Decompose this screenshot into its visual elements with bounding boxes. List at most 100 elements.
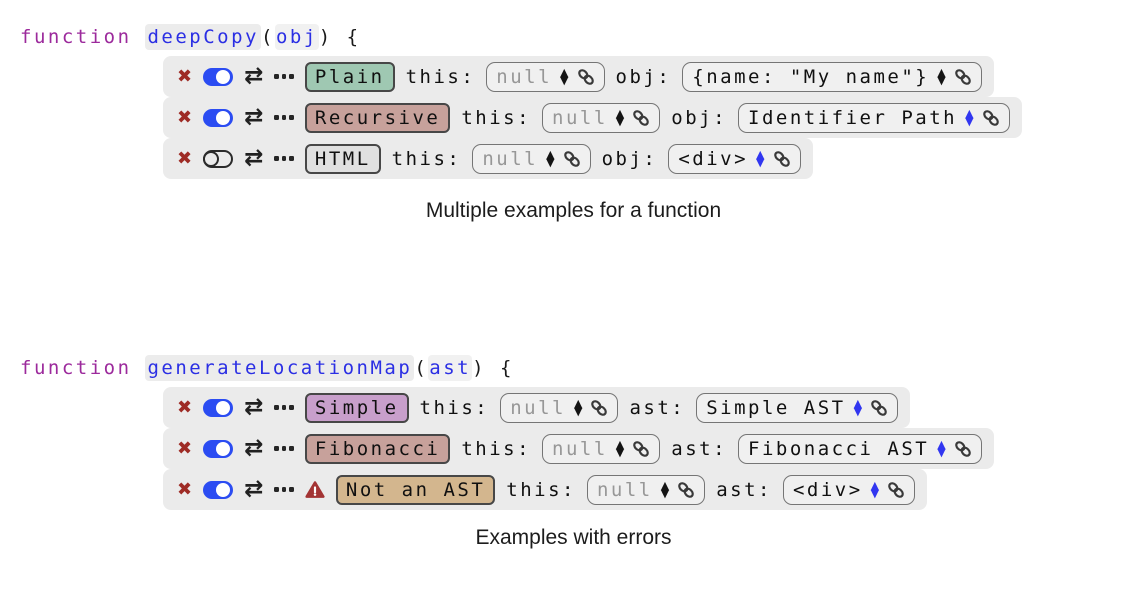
stepper-icon[interactable]: ▲▼: [573, 397, 583, 418]
example-toggle[interactable]: [203, 108, 234, 127]
param-name[interactable]: ast: [428, 355, 473, 381]
link-icon[interactable]: [632, 440, 650, 458]
this-label: this:: [506, 478, 576, 501]
example-toggle[interactable]: [203, 439, 234, 458]
example-toggle[interactable]: [203, 480, 234, 499]
example-name-badge[interactable]: HTML: [304, 143, 381, 174]
arg-label: ast:: [671, 437, 728, 460]
function-signature: function generateLocationMap(ast) {: [20, 355, 1147, 382]
arg-value-field[interactable]: Fibonacci AST ▲▼: [738, 433, 982, 464]
paren-close-brace: ) {: [472, 357, 514, 379]
figure-caption: Examples with errors: [475, 526, 672, 549]
swap-arrows-icon[interactable]: ⇄: [244, 145, 264, 171]
link-icon[interactable]: [590, 399, 608, 417]
arg-label: obj:: [601, 147, 658, 170]
delete-example-icon[interactable]: ✖: [177, 65, 193, 87]
this-label: this:: [391, 147, 462, 170]
stepper-icon[interactable]: ▲▼: [853, 397, 863, 418]
link-icon[interactable]: [563, 150, 581, 168]
this-value-field[interactable]: null ▲▼: [500, 392, 619, 423]
arg-value[interactable]: <div>: [792, 478, 863, 501]
swap-arrows-icon[interactable]: ⇄: [244, 63, 264, 89]
this-value-field[interactable]: null ▲▼: [472, 143, 591, 174]
arg-value[interactable]: Simple AST: [706, 396, 846, 419]
stepper-icon[interactable]: ▲▼: [937, 66, 946, 87]
delete-example-icon[interactable]: ✖: [177, 106, 193, 128]
this-value-field[interactable]: null ▲▼: [486, 61, 605, 92]
link-icon[interactable]: [887, 481, 905, 499]
more-options-icon[interactable]: [274, 446, 294, 451]
example-name-badge[interactable]: Plain: [304, 61, 395, 92]
example-name-badge[interactable]: Simple: [304, 392, 409, 423]
arg-value-field[interactable]: Identifier Path ▲▼: [738, 102, 1010, 133]
arg-value[interactable]: Identifier Path: [748, 106, 958, 129]
delete-example-icon[interactable]: ✖: [177, 396, 193, 418]
more-options-icon[interactable]: [274, 115, 294, 120]
more-options-icon[interactable]: [274, 156, 294, 161]
arg-value[interactable]: <div>: [678, 147, 749, 170]
function-name[interactable]: generateLocationMap: [145, 355, 415, 381]
this-value[interactable]: null: [552, 106, 608, 129]
example-name-badge[interactable]: Recursive: [304, 102, 451, 133]
arg-value[interactable]: {name: "My name"}: [692, 65, 930, 88]
example-row-recursive: ✖ ⇄ Recursive this: null ▲▼ obj: Identif…: [163, 97, 1022, 138]
stepper-icon[interactable]: ▲▼: [756, 148, 765, 169]
stepper-icon[interactable]: ▲▼: [615, 107, 625, 128]
this-value-field[interactable]: null ▲▼: [586, 474, 706, 505]
swap-arrows-icon[interactable]: ⇄: [244, 104, 264, 130]
stepper-icon[interactable]: ▲▼: [615, 438, 625, 459]
stepper-icon[interactable]: ▲▼: [965, 107, 974, 128]
this-value-field[interactable]: null ▲▼: [542, 102, 661, 133]
example-toggle[interactable]: [203, 149, 234, 168]
toggle-knob: [216, 482, 231, 497]
more-options-icon[interactable]: [274, 405, 294, 410]
paren-open: (: [414, 357, 429, 379]
more-options-icon[interactable]: [274, 487, 294, 492]
swap-arrows-icon[interactable]: ⇄: [244, 435, 264, 461]
link-icon[interactable]: [870, 399, 888, 417]
delete-example-icon[interactable]: ✖: [177, 147, 193, 169]
more-options-icon[interactable]: [274, 74, 294, 79]
this-value[interactable]: null: [596, 478, 653, 501]
link-icon[interactable]: [982, 109, 1000, 127]
arg-value-field[interactable]: <div> ▲▼: [782, 474, 916, 505]
link-icon[interactable]: [677, 481, 695, 499]
swap-arrows-icon[interactable]: ⇄: [244, 476, 264, 502]
stepper-icon[interactable]: ▲▼: [560, 66, 569, 87]
figure-caption: Multiple examples for a function: [425, 199, 722, 222]
link-icon[interactable]: [954, 68, 972, 86]
delete-example-icon[interactable]: ✖: [177, 478, 193, 500]
example-name-badge[interactable]: Not an AST: [335, 474, 496, 505]
function-block-deepcopy: function deepCopy(obj) { ✖ ⇄ Plain this:…: [20, 24, 1147, 179]
link-icon[interactable]: [954, 440, 972, 458]
arg-value-field[interactable]: {name: "My name"} ▲▼: [682, 61, 982, 92]
function-name[interactable]: deepCopy: [145, 24, 261, 50]
this-value-field[interactable]: null ▲▼: [542, 433, 661, 464]
arg-value[interactable]: Fibonacci AST: [748, 437, 930, 460]
this-value[interactable]: null: [510, 396, 566, 419]
example-toggle[interactable]: [203, 398, 234, 417]
arg-label: obj:: [671, 106, 728, 129]
stepper-icon[interactable]: ▲▼: [937, 438, 946, 459]
link-icon[interactable]: [577, 68, 595, 86]
this-value[interactable]: null: [552, 437, 608, 460]
function-signature: function deepCopy(obj) {: [20, 24, 1147, 51]
param-name[interactable]: obj: [274, 24, 319, 50]
link-icon[interactable]: [773, 150, 791, 168]
link-icon[interactable]: [632, 109, 650, 127]
this-label: this:: [405, 65, 476, 88]
delete-example-icon[interactable]: ✖: [177, 437, 193, 459]
arg-value-field[interactable]: <div> ▲▼: [668, 143, 801, 174]
stepper-icon[interactable]: ▲▼: [546, 148, 555, 169]
stepper-icon[interactable]: ▲▼: [660, 479, 670, 500]
this-value[interactable]: null: [482, 147, 539, 170]
swap-arrows-icon[interactable]: ⇄: [244, 394, 264, 420]
example-toggle[interactable]: [203, 67, 234, 86]
arg-value-field[interactable]: Simple AST ▲▼: [696, 392, 899, 423]
stepper-icon[interactable]: ▲▼: [870, 479, 880, 500]
warning-icon: [305, 480, 325, 500]
arg-label: ast:: [629, 396, 686, 419]
example-name-badge[interactable]: Fibonacci: [304, 433, 451, 464]
this-value[interactable]: null: [496, 65, 553, 88]
example-row-simple: ✖ ⇄ Simple this: null ▲▼ ast: Simple AST…: [163, 387, 911, 428]
